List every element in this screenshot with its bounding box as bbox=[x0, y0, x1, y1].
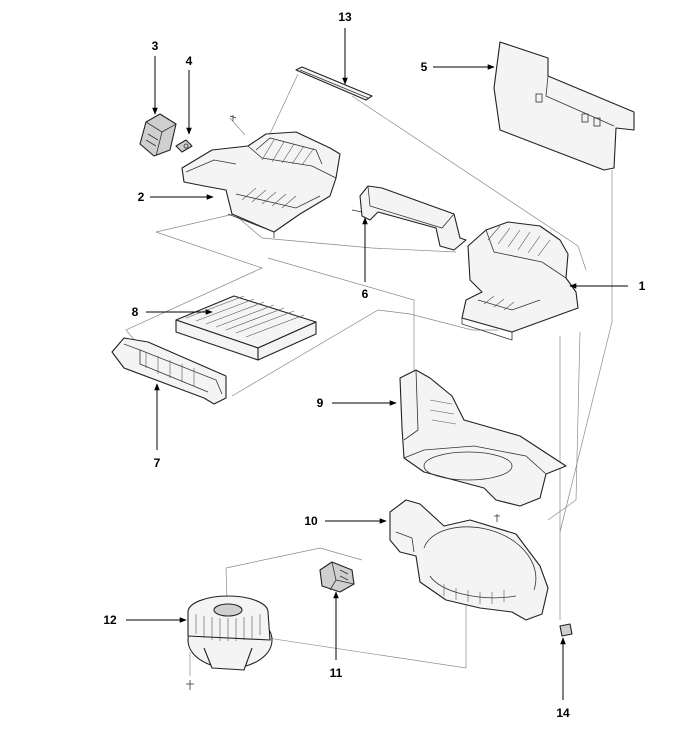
callout-10: 10 bbox=[304, 514, 318, 528]
screw-icon bbox=[229, 115, 237, 121]
callout-labels: 13 3 4 5 2 6 1 8 7 9 10 11 12 14 bbox=[103, 10, 645, 720]
leader-lines bbox=[126, 28, 628, 700]
callout-6: 6 bbox=[362, 287, 369, 301]
callout-13: 13 bbox=[338, 10, 352, 24]
callout-5: 5 bbox=[421, 60, 428, 74]
insulation-pad bbox=[493, 41, 635, 171]
callout-1: 1 bbox=[639, 279, 646, 293]
callout-12: 12 bbox=[103, 613, 117, 627]
motor-screw-icon bbox=[186, 680, 194, 690]
callout-9: 9 bbox=[317, 396, 324, 410]
callout-11: 11 bbox=[330, 666, 343, 680]
filter-frame-bracket bbox=[351, 185, 467, 251]
callout-14: 14 bbox=[556, 706, 570, 720]
blower-case-lower bbox=[389, 499, 549, 621]
blower-resistor bbox=[319, 561, 355, 593]
blower-case-upper bbox=[399, 369, 567, 507]
filter-cover-strip bbox=[295, 66, 373, 101]
blower-motor bbox=[187, 595, 273, 671]
callout-7: 7 bbox=[154, 456, 161, 470]
intake-actuator bbox=[139, 113, 177, 157]
callout-2: 2 bbox=[138, 190, 145, 204]
callout-3: 3 bbox=[152, 39, 159, 53]
filter-cover bbox=[111, 337, 227, 405]
callout-4: 4 bbox=[186, 54, 193, 68]
cabin-air-filter bbox=[175, 295, 317, 361]
case-screw-icon bbox=[494, 514, 500, 522]
actuator-lever bbox=[175, 139, 193, 153]
intake-housing-left bbox=[181, 131, 341, 238]
retaining-clip bbox=[559, 623, 573, 637]
intake-housing-right bbox=[461, 221, 579, 341]
callout-8: 8 bbox=[132, 305, 139, 319]
